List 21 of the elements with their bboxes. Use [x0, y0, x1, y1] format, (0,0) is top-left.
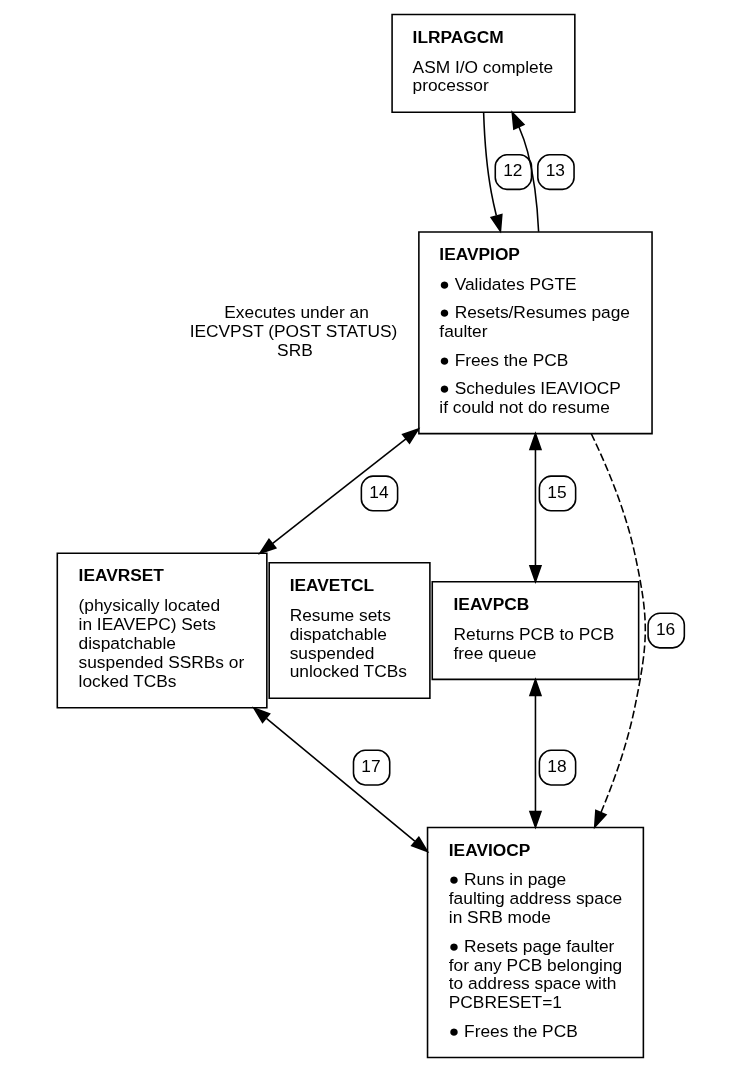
edge-label: 14	[369, 481, 389, 502]
arrow	[590, 432, 647, 830]
node-box: IEAVETCL Resume sets dispatchable suspended unlocked TCBs	[268, 562, 431, 700]
edge-label: 12	[503, 160, 523, 181]
node-box: ILRPAGCM ASM I/O complete processor	[391, 13, 576, 113]
edge-label: 15	[547, 481, 567, 502]
edge-label: 18	[547, 756, 567, 776]
arrow	[511, 110, 540, 233]
node-box: IEAVRSET (physically located in IEAVEPC) Sets dispatchable suspended SSRBs or locked TCBs	[56, 552, 268, 709]
node-box: IEAVPIOP ● Validates PGTE ● Resets/Resumes page faulter ● Frees the PCB ● Schedules IEAVIOCP if could not do resume	[418, 231, 653, 435]
arrow	[252, 706, 430, 854]
node-box: IEAVPCB Returns PCB to PCB free queue	[431, 580, 640, 681]
label: Executes under an IECVPST (POST STATUS) SRB	[189, 302, 398, 361]
arrow	[482, 111, 503, 234]
arrow	[258, 427, 421, 555]
node-box: IEAVIOCP ● Runs in page faulting address space in SRB mode ● Resets page faulter for any PCB belonging to address space with PCBRESET=1 ● Frees the PCB	[426, 826, 645, 1059]
arrow	[528, 677, 543, 830]
edge-label: 13	[545, 160, 565, 181]
arrow	[528, 431, 543, 584]
edge-label: 16	[655, 618, 676, 639]
edge-label: 17	[361, 756, 381, 776]
